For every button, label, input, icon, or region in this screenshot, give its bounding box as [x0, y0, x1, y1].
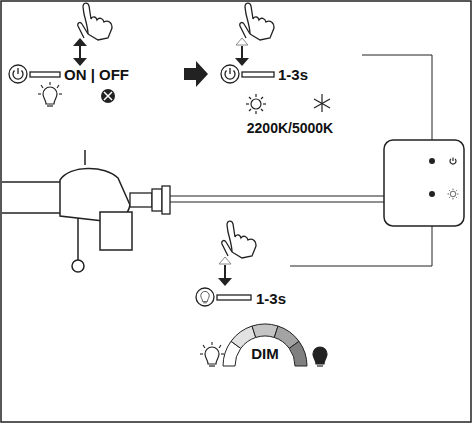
- dim-label: DIM: [251, 346, 279, 361]
- color-temperature-label: 2200K/5000K: [247, 121, 333, 135]
- hold-time-label: 1-3s: [256, 291, 286, 306]
- dim-arc-segment: [252, 324, 278, 337]
- switch-state-label: ON | OFF: [64, 67, 129, 82]
- hold-time-label: 1-3s: [278, 67, 308, 82]
- dim-arc-segment: [289, 341, 307, 366]
